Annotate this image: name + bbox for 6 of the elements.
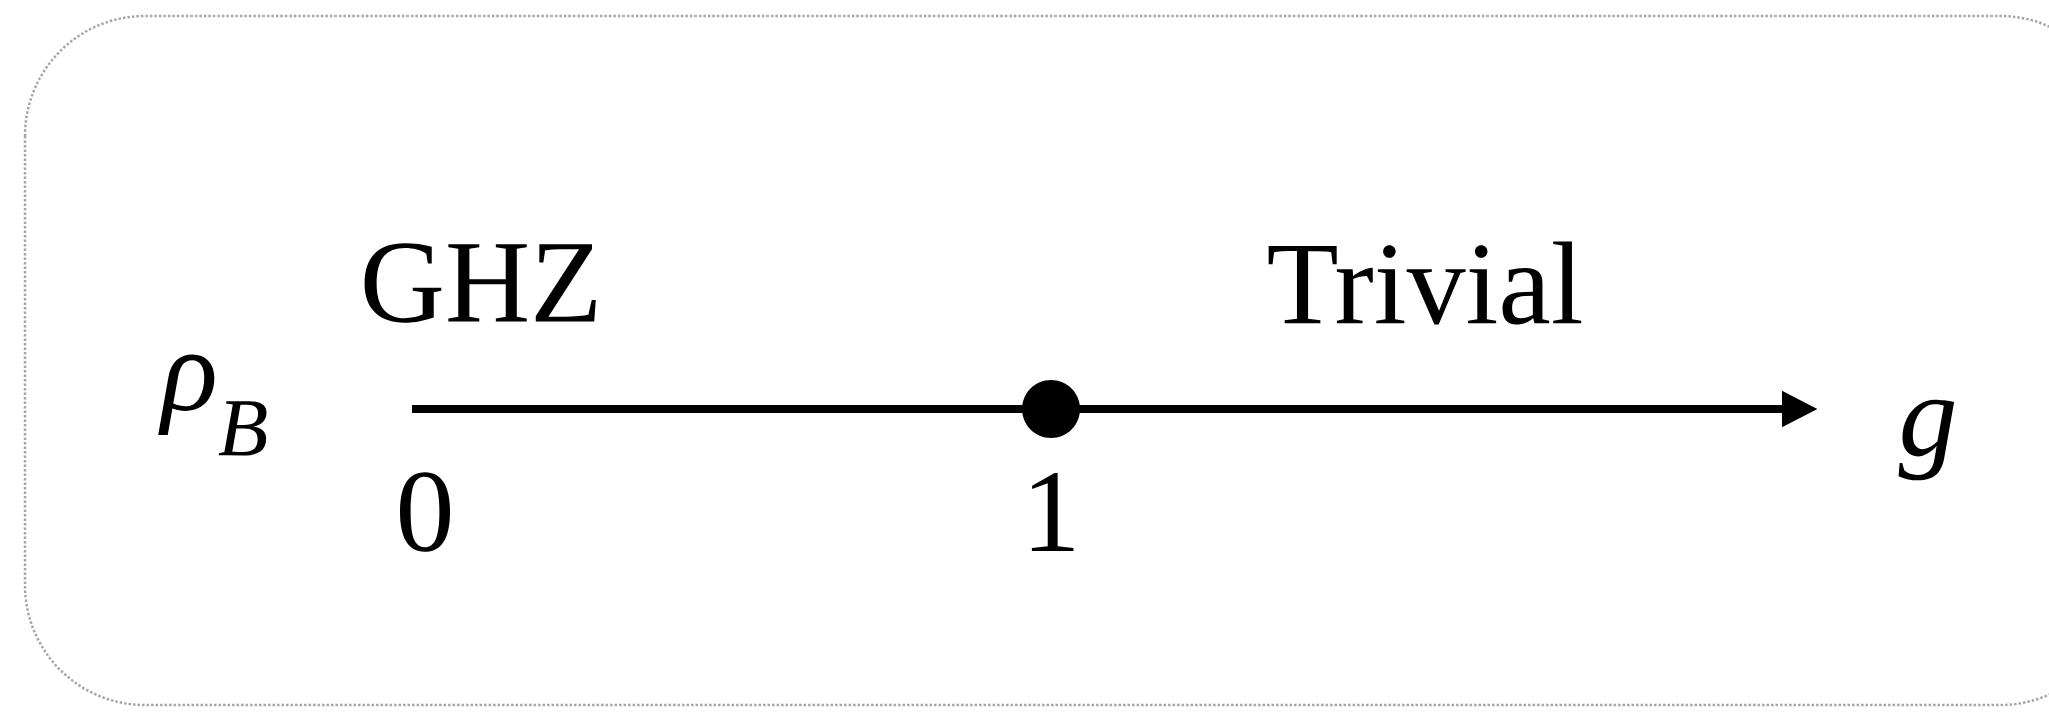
phase-label: Trivial — [1268, 241, 1582, 325]
axis-label: g — [1898, 399, 1955, 481]
tick-label: 0 — [400, 472, 450, 552]
tick-label: 1 — [1031, 473, 1074, 551]
axis-label: ρ$_{B}$ — [158, 354, 267, 456]
phase-label: GHZ — [364, 243, 596, 323]
